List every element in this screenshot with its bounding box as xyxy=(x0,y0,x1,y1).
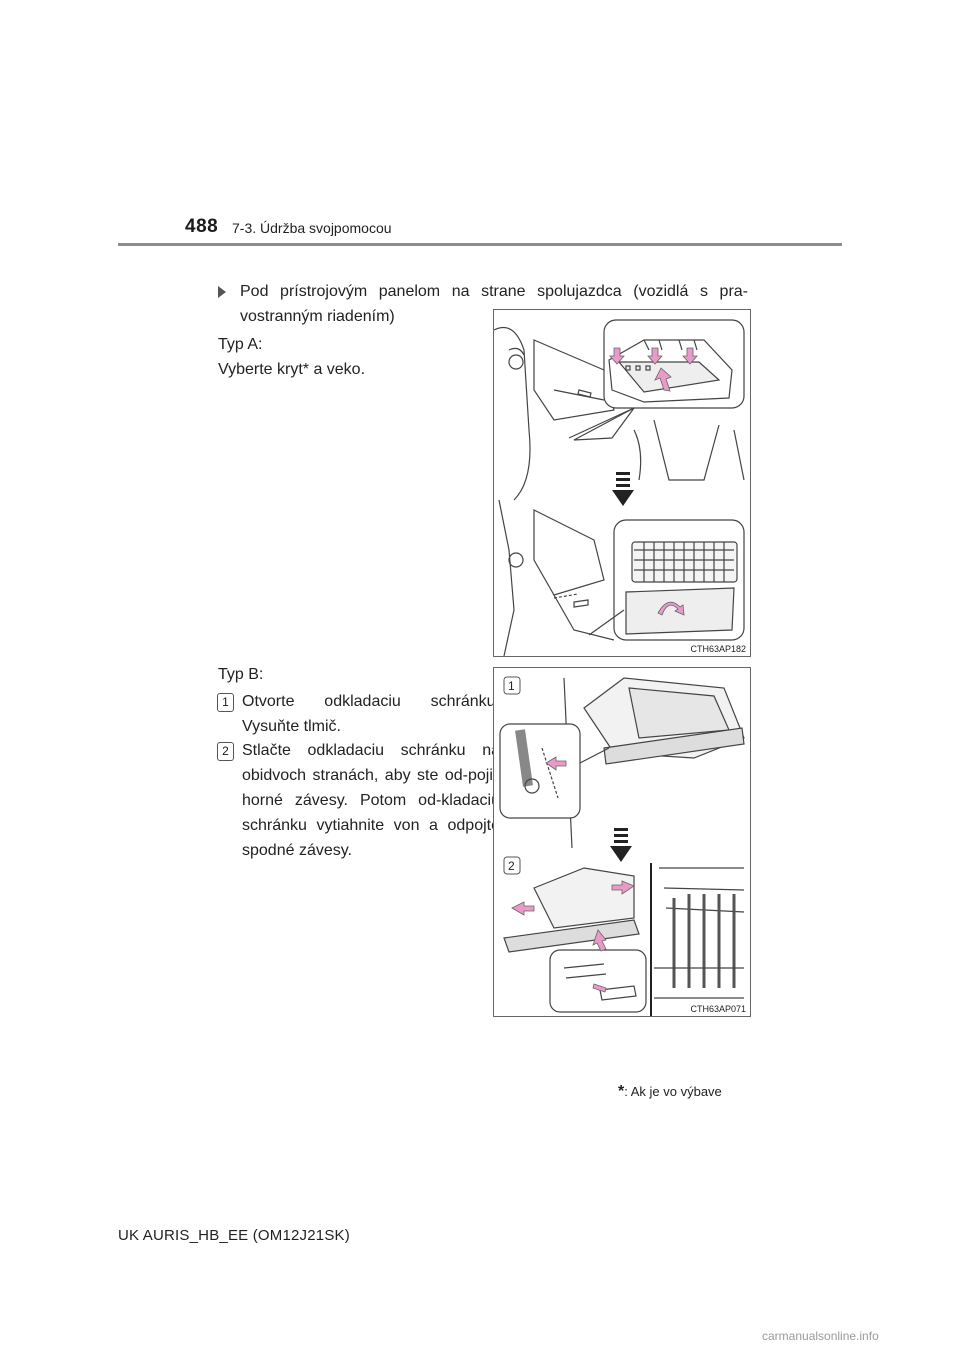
step-2-text: Stlačte odkladaciu schránku na obidvoch … xyxy=(242,742,500,859)
type-a-instruction: Vyberte kryt* a veko. xyxy=(218,361,366,378)
figure-type-b-illustration: 1 2 xyxy=(499,676,745,1016)
type-b-label: Typ B: xyxy=(218,666,264,683)
footer-watermark: carmanualsonline.info xyxy=(762,1329,879,1343)
intro-text: Pod prístrojovým panelom na strane spolu… xyxy=(240,283,748,325)
figure-callout-1: 1 xyxy=(508,679,515,693)
type-a-label: Typ A: xyxy=(218,336,263,353)
step-number-2: 2 xyxy=(217,742,234,761)
step-1-text: Otvorte odkladaciu schránku. Vysuňte tlm… xyxy=(242,693,500,735)
figure-type-a-illustration xyxy=(494,319,745,656)
figure-code: CTH63AP071 xyxy=(690,1004,746,1014)
footnote: *: Ak je vo výbave xyxy=(618,1083,722,1101)
bullet-arrow-icon xyxy=(218,286,226,298)
step-number-1: 1 xyxy=(217,693,234,712)
figure-type-b: 1 2 CTH63A xyxy=(493,667,751,1017)
footnote-text: : Ak je vo výbave xyxy=(624,1084,722,1099)
footnote-star: * xyxy=(618,1083,625,1100)
figure-type-a: CTH63AP182 xyxy=(493,309,751,657)
footer-model-code: UK AURIS_HB_EE (OM12J21SK) xyxy=(118,1227,350,1244)
header-rule xyxy=(118,243,842,246)
intro-bullet: Pod prístrojovým panelom na strane spolu… xyxy=(218,279,748,329)
figure-code: CTH63AP182 xyxy=(690,644,746,654)
section-title: 7-3. Údržba svojpomocou xyxy=(232,220,392,236)
figure-callout-2: 2 xyxy=(508,859,515,873)
page-number: 488 xyxy=(185,216,219,237)
